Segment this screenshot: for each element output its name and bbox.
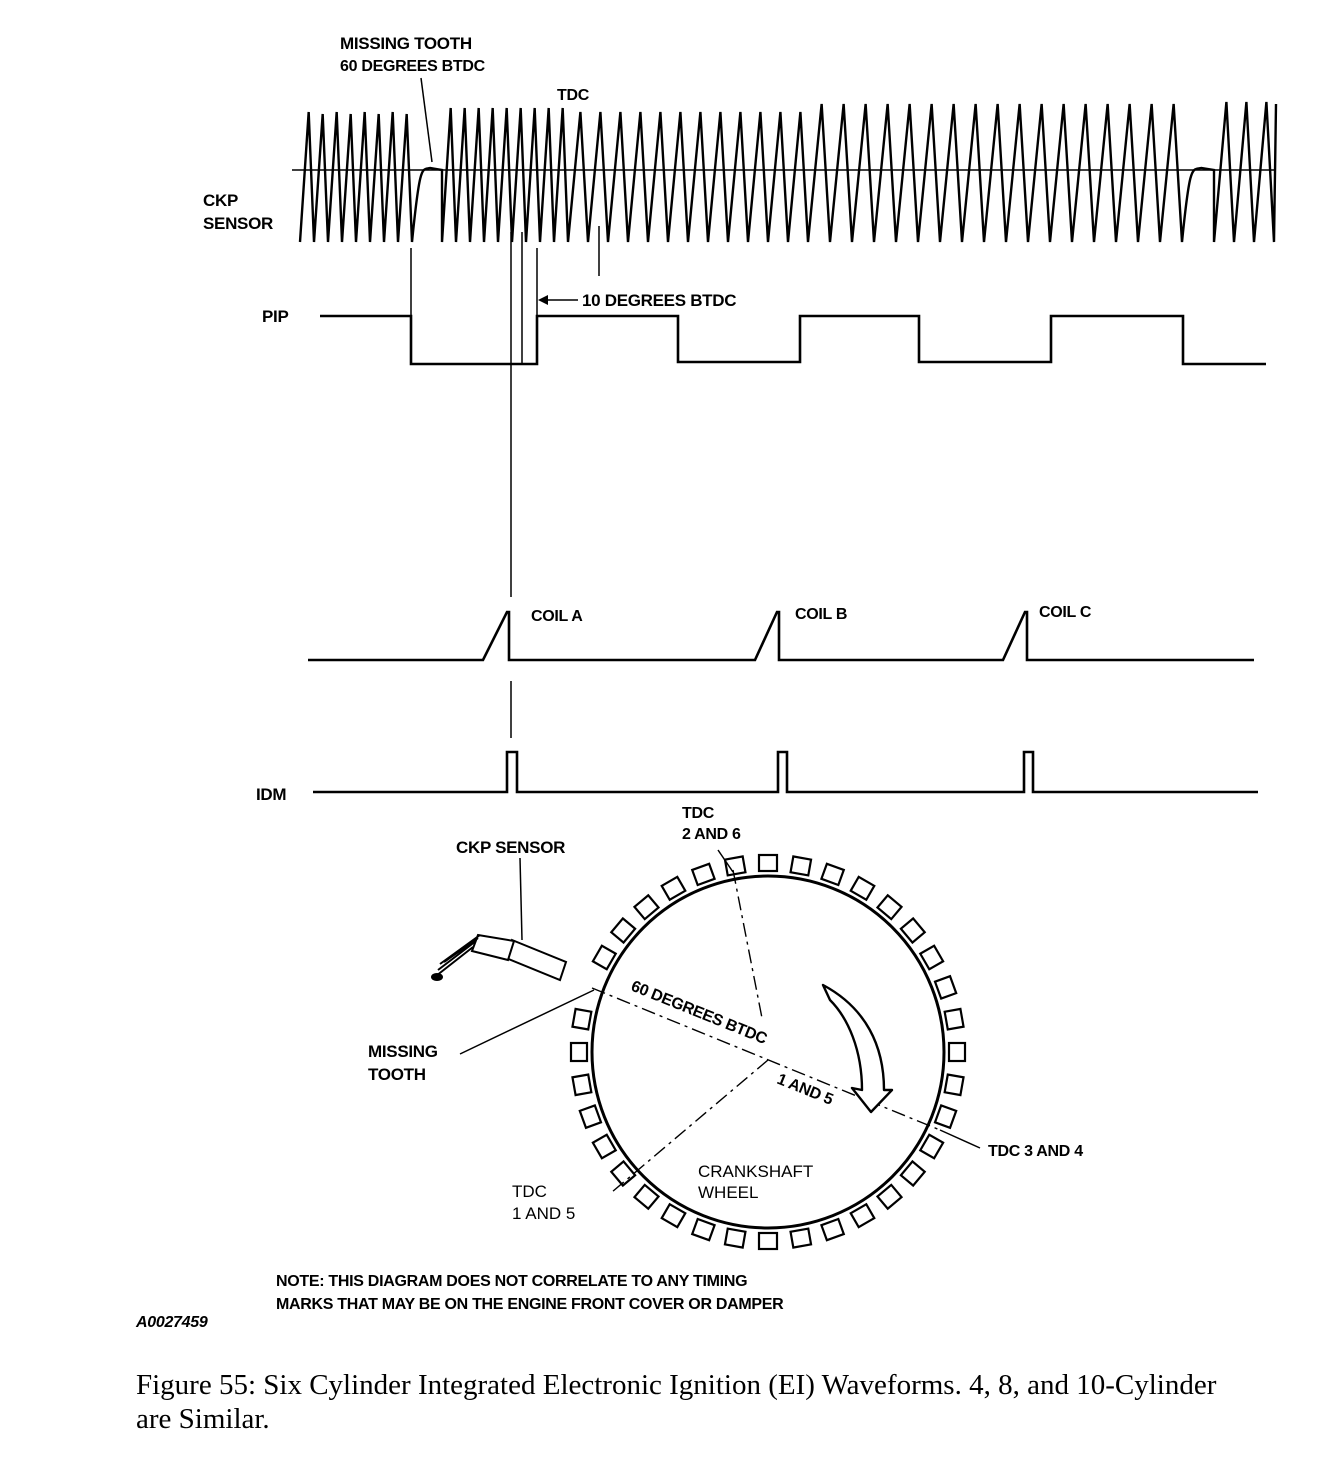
missing-tooth-leader <box>420 77 433 163</box>
tdc-1-5-ref <box>611 1059 769 1193</box>
tdc-3-4-leader <box>939 1129 981 1149</box>
pip-signal <box>320 314 1266 366</box>
wheel-tooth <box>591 944 618 971</box>
wheel-tooth <box>690 862 717 887</box>
wheel-tooth <box>819 862 846 887</box>
figure-id: A0027459 <box>135 1314 208 1330</box>
ten-degree-label: 10 DEGREES BTDC <box>582 291 736 310</box>
missing-tooth-subtitle: 60 DEGREES BTDC <box>340 58 486 75</box>
wheel-tooth <box>849 875 876 902</box>
coil-b-label: COIL B <box>795 606 847 623</box>
ckp-label-line2: SENSOR <box>203 214 273 233</box>
wheel-tooth <box>723 1227 747 1249</box>
ckp-signal <box>298 101 1278 243</box>
tdc-2-6-line1: TDC <box>682 805 715 822</box>
crankshaft-label-line1: CRANKSHAFT <box>698 1162 813 1181</box>
wheel-tooth <box>660 1202 687 1229</box>
wheel-tooth <box>789 855 813 877</box>
tdc-2-6-line2: 2 AND 6 <box>682 826 741 843</box>
wheel-tooth <box>943 1007 965 1031</box>
crankshaft-wheel <box>431 849 981 1251</box>
ckp-label-line1: CKP <box>203 191 238 210</box>
wheel-tooth <box>609 1159 637 1188</box>
wheel-tooth <box>899 916 927 945</box>
wheel-tooth <box>933 974 958 1001</box>
missing-tooth-line1: MISSING <box>368 1042 438 1061</box>
coil-a-label: COIL A <box>531 608 583 625</box>
pip-label: PIP <box>262 307 289 326</box>
wheel-tooth <box>571 1007 593 1031</box>
wheel-tooth <box>899 1159 927 1188</box>
wheel-tooth <box>609 916 637 945</box>
tdc-top-label: TDC <box>557 87 590 104</box>
wheel-tooth <box>569 1041 589 1063</box>
missing-tooth-title: MISSING TOOTH <box>340 34 472 53</box>
tdc-2-6-leader <box>717 849 734 873</box>
ckp-sensor-leader <box>519 857 523 941</box>
wheel-tooth <box>757 853 779 873</box>
tdc-1-5-line2: 1 AND 5 <box>512 1204 575 1223</box>
wheel-tooth <box>819 1217 846 1242</box>
coil-c-label: COIL C <box>1039 604 1092 621</box>
missing-tooth-line2: TOOTH <box>368 1065 426 1084</box>
figure-caption: Figure 55: Six Cylinder Integrated Elect… <box>136 1369 1217 1435</box>
ckp-waveform <box>292 101 1278 243</box>
wheel-tooth <box>918 944 945 971</box>
wheel-teeth <box>569 853 967 1251</box>
tdc-2-6-ref <box>732 869 763 1019</box>
sixty-deg-ref <box>591 987 941 1131</box>
missing-tooth-pointer <box>459 989 595 1055</box>
rotation-arrow-icon <box>821 983 894 1114</box>
ckp-sensor-label: CKP SENSOR <box>456 838 565 857</box>
crankshaft-label-line2: WHEEL <box>698 1183 758 1202</box>
wheel-tooth <box>690 1217 717 1242</box>
wheel-tooth <box>632 1183 661 1211</box>
idm-signal <box>313 750 1258 794</box>
ckp-sensor-icon <box>431 933 568 982</box>
wheel-tooth <box>571 1073 593 1097</box>
wheel-tooth <box>757 1231 779 1251</box>
wheel-tooth <box>578 1103 603 1130</box>
wheel-tooth <box>933 1103 958 1130</box>
ten-degree-arrowhead <box>538 295 548 305</box>
tdc-3-4-label: TDC 3 AND 4 <box>988 1143 1083 1160</box>
wheel-tooth <box>789 1227 813 1249</box>
wheel-tooth <box>875 893 904 921</box>
note-line2: MARKS THAT MAY BE ON THE ENGINE FRONT CO… <box>276 1296 784 1313</box>
wheel-tooth <box>849 1202 876 1229</box>
wheel-tooth <box>723 855 747 877</box>
coil-signal <box>308 610 1254 662</box>
wheel-tooth <box>918 1133 945 1160</box>
wheel-tooth <box>632 893 661 921</box>
wheel-body <box>590 874 946 1230</box>
wheel-tooth <box>591 1133 618 1160</box>
wheel-tooth <box>943 1073 965 1097</box>
wheel-tooth <box>660 875 687 902</box>
wheel-tooth <box>947 1041 967 1063</box>
timing-lines <box>410 232 538 738</box>
idm-label: IDM <box>256 785 286 804</box>
wheel-tooth <box>875 1183 904 1211</box>
note-line1: NOTE: THIS DIAGRAM DOES NOT CORRELATE TO… <box>276 1273 747 1290</box>
tdc-1-5-line1: TDC <box>512 1182 547 1201</box>
ignition-waveform-diagram: MISSING TOOTH 60 DEGREES BTDC TDC CKP SE… <box>135 34 1278 1330</box>
